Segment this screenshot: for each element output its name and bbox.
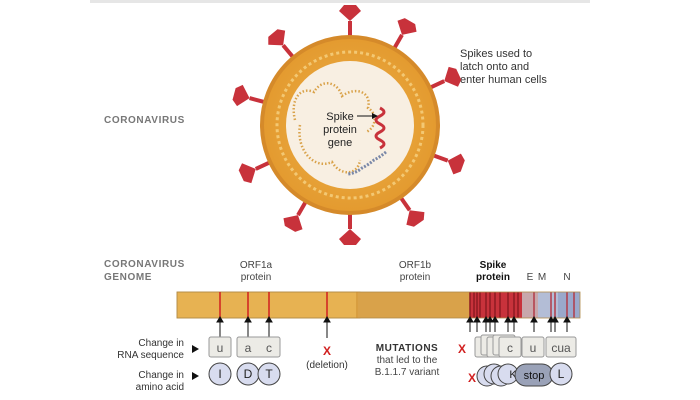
rna-box-cua xyxy=(545,336,577,358)
rna-box-u xyxy=(208,336,232,358)
rna-strand xyxy=(292,82,376,134)
spike-head xyxy=(268,29,286,46)
spike-stem xyxy=(296,200,308,217)
spike-stem xyxy=(428,79,446,90)
n-protein-label: N xyxy=(563,272,571,283)
spike-head xyxy=(406,210,425,227)
mutations-title: MUTATIONS that led to the B.1.1.7 varian… xyxy=(374,343,440,378)
spike-head xyxy=(232,84,250,107)
spike-gene-arrowhead xyxy=(372,113,378,119)
spike-x-mark-2: X xyxy=(468,371,476,385)
rna-text-a: a xyxy=(245,341,252,355)
mutation-details: u a c I D T X (deletion) c u cua K stop … xyxy=(208,316,577,387)
spike-head xyxy=(339,5,361,21)
aa-circle-i xyxy=(208,362,232,386)
spike-stem xyxy=(398,195,412,212)
spike-gene-label-3: gene xyxy=(328,137,352,149)
spike-stem xyxy=(432,153,449,163)
e-protein-label: E xyxy=(526,272,534,283)
spike-gene-label-2: protein xyxy=(323,124,357,136)
spike-head xyxy=(447,153,465,175)
spike-gene-label-1: Spike xyxy=(326,111,354,123)
deletion-x: X xyxy=(323,344,331,358)
rna-box-ac xyxy=(236,336,281,358)
spike-stem xyxy=(281,44,295,59)
virus-inner-rim xyxy=(275,50,425,200)
coronavirus-label: CORONAVIRUS xyxy=(104,115,185,126)
top-divider xyxy=(90,0,590,3)
spike-head xyxy=(283,215,303,232)
spike-head xyxy=(238,163,256,184)
aa-text-i: I xyxy=(218,367,221,381)
spike-head xyxy=(397,18,417,35)
aa-text-d: D xyxy=(244,367,253,381)
spike-cluster-arrows xyxy=(466,316,571,332)
aa-text-stop: stop xyxy=(524,370,545,382)
rna-box-c-spike xyxy=(498,336,522,358)
rna-grey-segment xyxy=(347,150,387,176)
rna-text-cua: cua xyxy=(551,341,571,355)
genome-orf1b xyxy=(358,292,470,318)
tail-stripes xyxy=(533,292,575,318)
rna-text-u: u xyxy=(217,341,224,355)
spike-mutation-stripes xyxy=(469,292,519,318)
aa-circle-l xyxy=(549,362,573,386)
rna-strand-2 xyxy=(298,124,362,174)
genome-label: CORONAVIRUS GENOME xyxy=(104,259,185,283)
genome-outline xyxy=(176,291,581,319)
spikes-note: Spikes used to latch onto and enter huma… xyxy=(460,48,547,86)
genome-bar xyxy=(176,291,581,319)
spike-gene-segment xyxy=(374,106,386,150)
rna-text-c-spike: c xyxy=(507,341,513,355)
aa-text-k: K xyxy=(509,369,517,381)
rna-box-u-spike xyxy=(521,336,545,358)
m-protein-label: M xyxy=(537,272,547,283)
deletion-label: (deletion) xyxy=(306,360,348,371)
coronavirus-illustration: Spike protein gene xyxy=(232,5,465,245)
spike-head xyxy=(339,229,361,245)
spike-proteins xyxy=(232,5,465,245)
aa-circle-t xyxy=(257,362,281,386)
spike-stem xyxy=(249,96,266,105)
aa-text-t: T xyxy=(265,367,273,381)
legend-aa-arrow xyxy=(192,372,199,380)
rna-text-u-spike: u xyxy=(530,341,537,355)
spike-x-mark-1: X xyxy=(458,342,466,356)
genome-em-region-2 xyxy=(538,292,558,318)
virus-interior xyxy=(286,61,414,189)
aa-text-l: L xyxy=(558,367,565,381)
spike-stem xyxy=(392,33,404,50)
spike-stem xyxy=(254,160,272,171)
spike-head xyxy=(444,66,462,87)
legend-rna-arrow xyxy=(192,345,199,353)
rna-text-c: c xyxy=(266,341,272,355)
